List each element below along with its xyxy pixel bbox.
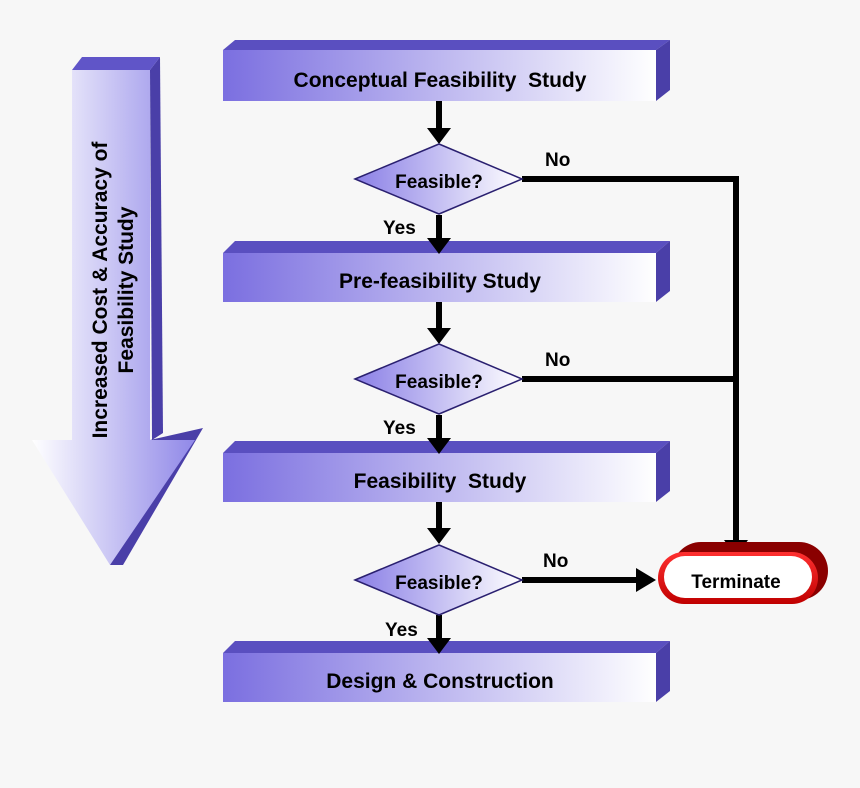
decision-diamond-2: Feasible? xyxy=(353,343,524,415)
cost-accuracy-arrow: Increased Cost & Accuracy of Feasibility… xyxy=(32,57,203,565)
stage-label-conceptual: Conceptual Feasibility Study xyxy=(294,69,587,92)
terminate-node: Terminate xyxy=(658,542,828,604)
side-arrow-line2: Feasibility Study xyxy=(115,206,138,373)
decision-label-1: Feasible? xyxy=(395,172,483,193)
no-label-3: No xyxy=(543,551,568,572)
stage-box-design: Design & Construction xyxy=(223,641,670,702)
terminate-label: Terminate xyxy=(691,572,780,593)
decision-diamond-1: Feasible? xyxy=(353,143,524,215)
stage-box-feasibility: Feasibility Study xyxy=(223,441,670,502)
yes-label-2: Yes xyxy=(383,418,416,439)
decision-label-2: Feasible? xyxy=(395,372,483,393)
no-label-1: No xyxy=(545,150,570,171)
stage-box-prefeasibility: Pre-feasibility Study xyxy=(223,241,670,302)
yes-label-3: Yes xyxy=(385,620,418,641)
stage-label-prefeasibility: Pre-feasibility Study xyxy=(339,270,541,293)
decision-diamond-3: Feasible? xyxy=(353,544,524,616)
no-label-2: No xyxy=(545,350,570,371)
stage-box-conceptual: Conceptual Feasibility Study xyxy=(223,40,670,101)
side-arrow-line1: Increased Cost & Accuracy of xyxy=(89,141,112,439)
stage-label-design: Design & Construction xyxy=(326,670,554,693)
decision-label-3: Feasible? xyxy=(395,573,483,594)
stage-label-feasibility: Feasibility Study xyxy=(354,470,527,493)
yes-label-1: Yes xyxy=(383,218,416,239)
